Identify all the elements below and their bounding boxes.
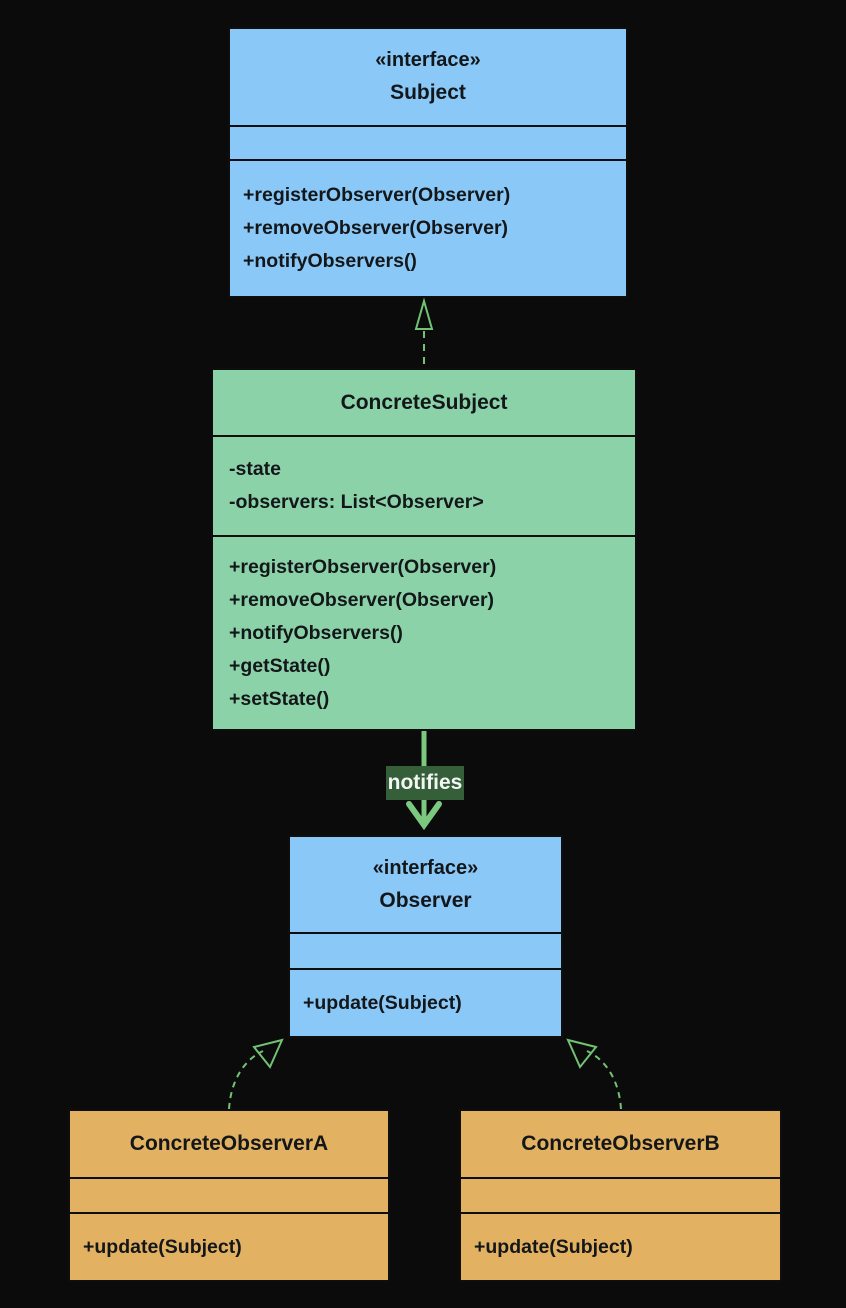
method-line: +setState() [229,687,330,710]
hollow-triangle-arrowhead-icon [252,1038,284,1069]
class-name: ConcreteObserverB [521,1132,720,1155]
title-compartment: «interface» Subject [230,29,626,125]
class-box-observer: «interface» Observer +update(Subject) [288,835,563,1038]
title-compartment: ConcreteObserverA [70,1111,388,1177]
realization-arrow-concreteobservera-to-observer [228,1038,284,1110]
class-box-concrete-observer-a: ConcreteObserverA +update(Subject) [68,1109,390,1282]
methods-compartment: +registerObserver(Observer) +removeObser… [230,159,626,296]
methods-compartment: +registerObserver(Observer) +removeObser… [213,535,635,729]
method-line: +update(Subject) [83,1235,242,1258]
method-line: +notifyObservers() [243,250,417,272]
attributes-compartment-empty [290,932,561,968]
attributes-compartment-empty [230,125,626,159]
methods-compartment: +update(Subject) [290,968,561,1036]
attribute-line: -observers: List<Observer> [229,491,484,513]
methods-compartment: +update(Subject) [70,1212,388,1280]
attributes-compartment-empty [461,1177,780,1212]
title-compartment: ConcreteSubject [213,370,635,435]
attribute-line: -state [229,458,282,480]
method-line: +update(Subject) [303,991,462,1014]
realization-arrow-concretesubject-to-subject [414,297,434,367]
class-box-concrete-subject: ConcreteSubject -state -observers: List<… [211,368,637,731]
dashed-realization-curve [228,1050,264,1110]
hollow-triangle-arrowhead-icon [566,1038,598,1069]
dashed-realization-curve [586,1050,622,1110]
method-line: +notifyObservers() [229,621,403,644]
stereotype-label: «interface» [372,856,479,879]
method-line: +registerObserver(Observer) [229,555,497,578]
method-line: +getState() [229,654,331,677]
class-name: ConcreteSubject [340,390,508,414]
realization-arrow-concreteobserverb-to-observer [566,1038,622,1110]
hollow-triangle-arrowhead-icon [414,297,434,330]
v-arrowhead-icon [406,801,442,831]
method-line: +removeObserver(Observer) [243,217,509,239]
method-line: +registerObserver(Observer) [243,184,511,206]
class-name: ConcreteObserverA [129,1132,329,1155]
attributes-compartment: -state -observers: List<Observer> [213,435,635,535]
class-name: Observer [379,888,472,912]
stereotype-label: «interface» [375,49,481,71]
method-line: +update(Subject) [474,1235,633,1258]
title-compartment: ConcreteObserverB [461,1111,780,1177]
notifies-edge-label: notifies [386,766,464,800]
class-name: Subject [390,81,466,104]
methods-compartment: +update(Subject) [461,1212,780,1280]
class-box-subject: «interface» Subject +registerObserver(Ob… [228,27,628,298]
title-compartment: «interface» Observer [290,837,561,932]
attributes-compartment-empty [70,1177,388,1212]
method-line: +removeObserver(Observer) [229,588,495,611]
class-box-concrete-observer-b: ConcreteObserverB +update(Subject) [459,1109,782,1282]
